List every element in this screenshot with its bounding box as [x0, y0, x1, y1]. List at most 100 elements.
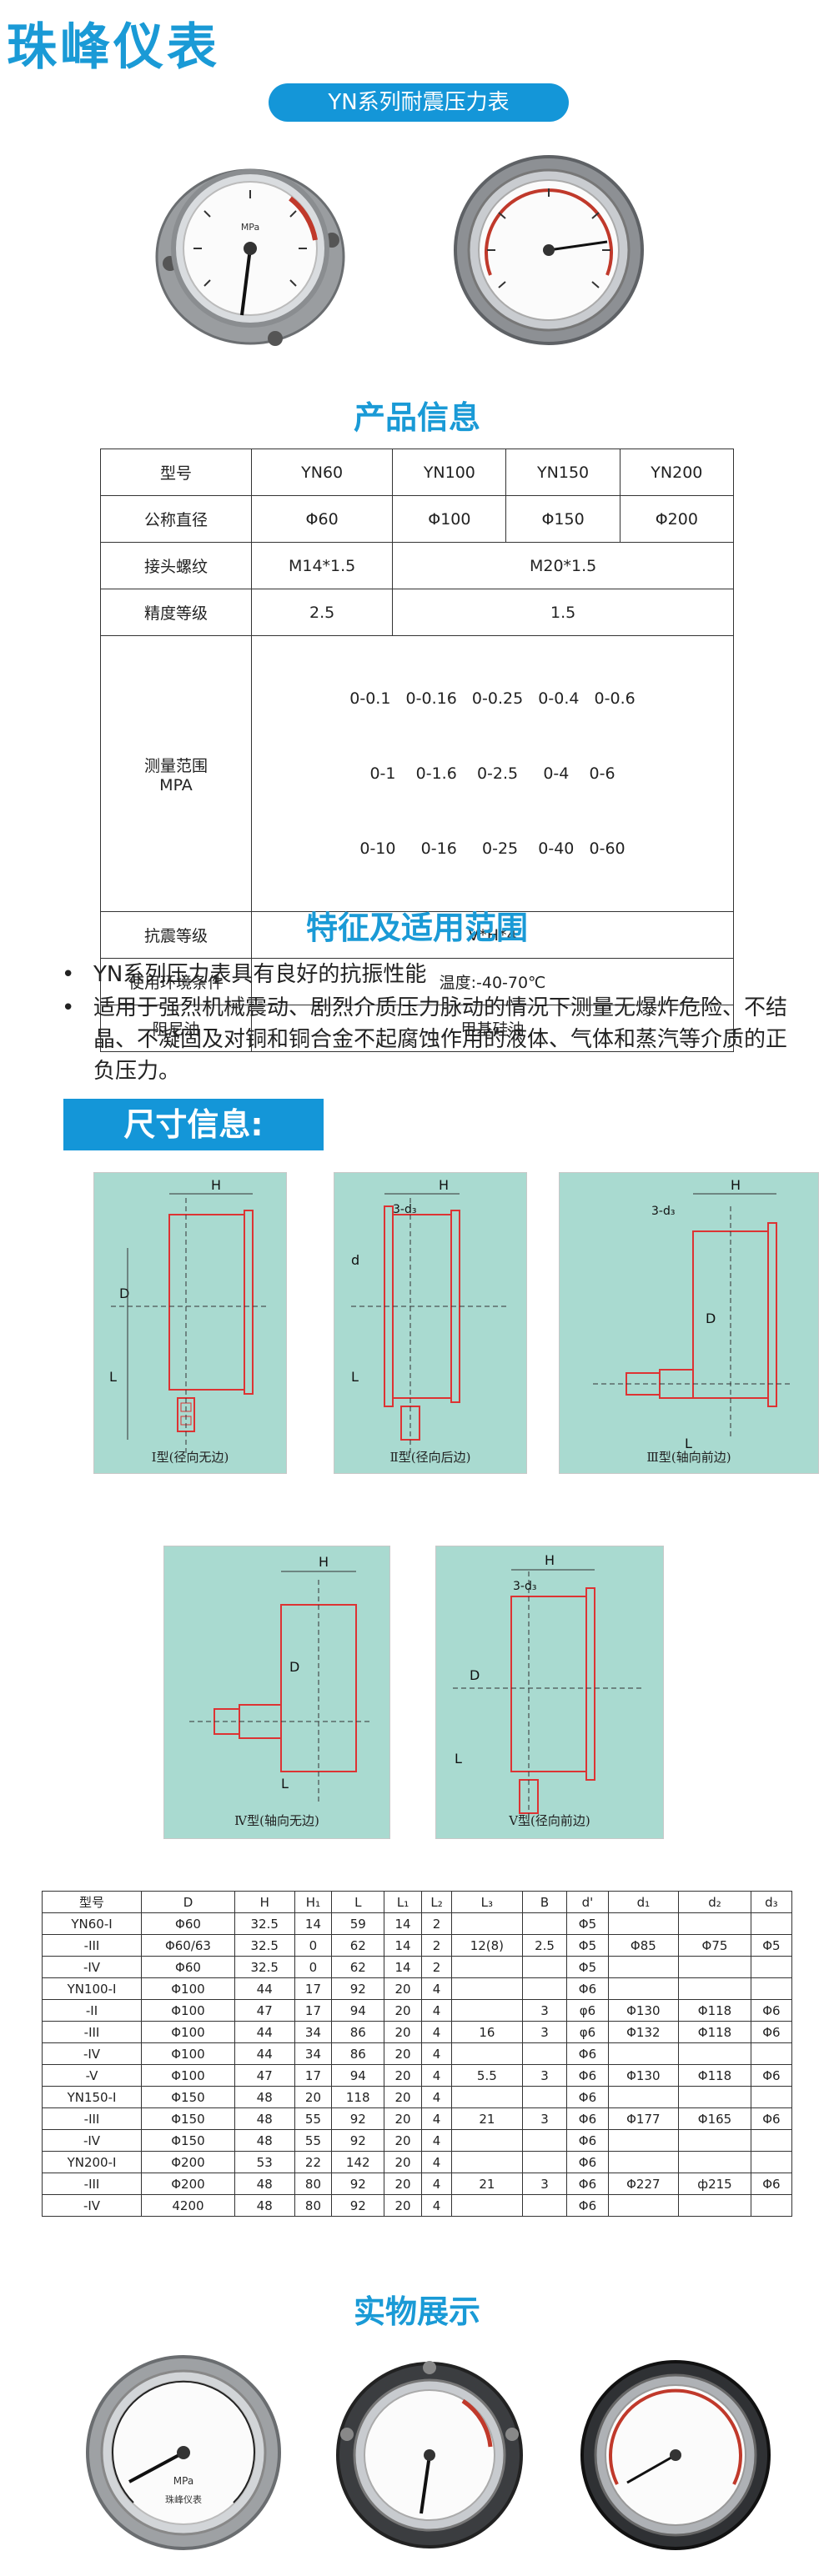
svg-text:D: D	[706, 1311, 716, 1326]
table-cell: 47	[234, 1999, 295, 2022]
table-cell: 20	[384, 2173, 422, 2195]
table-row: 阻尼油 甲基硅油	[100, 1005, 734, 1052]
table-cell: Φ6	[566, 2064, 609, 2087]
svg-text:3-d₃: 3-d₃	[393, 1203, 416, 1216]
diagram-caption: Ⅲ型(轴向前边)	[646, 1450, 731, 1465]
table-cell: 32.5	[234, 1912, 295, 1935]
table-row: 抗震等级 V*H*4	[100, 911, 734, 959]
table-cell: 92	[331, 2129, 385, 2152]
table-cell: 温度:-40-70℃	[251, 958, 734, 1005]
column-header: L₃	[451, 1891, 523, 1913]
table-cell: Φ6	[566, 2107, 609, 2130]
table-cell: 44	[234, 1977, 295, 2000]
table-cell	[451, 1956, 523, 1978]
table-cell: 12(8)	[451, 1934, 523, 1957]
column-header: d'	[566, 1891, 609, 1913]
table-cell: 86	[331, 2042, 385, 2065]
table-cell: Φ130	[607, 2064, 680, 2087]
table-cell: Φ85	[607, 1934, 680, 1957]
brand-logo-text: 珠峰仪表	[7, 18, 220, 77]
svg-text:H: H	[545, 1552, 555, 1568]
feature-item: • YN系列压力表具有良好的抗振性能	[62, 959, 794, 990]
table-cell: Φ60	[141, 1956, 235, 1978]
table-cell	[521, 2129, 568, 2152]
table-row: 精度等级 2.5 1.5	[100, 589, 734, 636]
table-cell: Φ6	[566, 1977, 609, 2000]
table-cell	[521, 2042, 568, 2065]
row-label: 精度等级	[100, 589, 252, 636]
table-cell: M20*1.5	[392, 542, 734, 589]
feature-text: YN系列压力表具有良好的抗振性能	[93, 962, 427, 987]
table-cell	[750, 2086, 793, 2108]
table-cell: YN200	[619, 449, 735, 496]
table-cell	[678, 2086, 751, 2108]
svg-text:H: H	[731, 1177, 741, 1193]
table-cell: 142	[331, 2151, 385, 2173]
range-line: 0-0.1 0-0.16 0-0.25 0-0.4 0-0.6	[349, 689, 636, 708]
svg-text:H: H	[439, 1177, 449, 1193]
table-row: 使用环境条件 温度:-40-70℃	[100, 958, 734, 1005]
table-cell: Φ150	[141, 2107, 235, 2130]
table-cell: 甲基硅油	[251, 1005, 734, 1052]
svg-text:L: L	[455, 1751, 462, 1767]
svg-text:H: H	[211, 1177, 221, 1193]
table-cell: Φ177	[607, 2107, 680, 2130]
table-cell: Φ5	[566, 1934, 609, 1957]
table-cell: Φ60	[250, 495, 394, 543]
table-cell	[750, 2194, 793, 2217]
table-cell: 80	[294, 2194, 333, 2217]
table-cell: 2	[420, 1934, 453, 1957]
row-label: 公称直径	[100, 495, 252, 543]
table-cell: 4	[420, 2042, 453, 2065]
table-cell	[678, 1912, 751, 1935]
table-cell: YN100-Ⅰ	[41, 1977, 143, 2000]
gauge-unit-label: MPa	[173, 2475, 193, 2487]
table-cell: 17	[294, 2064, 333, 2087]
table-cell	[607, 2151, 680, 2173]
range-line: 0-10 0-16 0-25 0-40 0-60	[359, 839, 626, 858]
table-cell: Φ100	[141, 2021, 235, 2043]
table-cell: 0	[294, 1934, 333, 1957]
svg-text:D: D	[470, 1667, 480, 1683]
table-cell	[521, 2086, 568, 2108]
table-cell: Φ6	[566, 2042, 609, 2065]
table-cell: 20	[384, 1977, 422, 2000]
table-cell: -ⅠⅠ	[41, 1999, 143, 2022]
table-cell: 14	[384, 1956, 422, 1978]
table-cell: 20	[384, 2086, 422, 2108]
svg-text:L: L	[351, 1369, 359, 1385]
table-cell: 0	[294, 1956, 333, 1978]
column-header: L₁	[384, 1891, 422, 1913]
table-cell	[678, 2194, 751, 2217]
showcase-title: 实物展示	[353, 2293, 480, 2330]
table-cell: 14	[294, 1912, 333, 1935]
table-cell: Φ150	[505, 495, 620, 543]
table-row: 型号 YN60 YN100 YN150 YN200	[100, 449, 735, 496]
table-cell: Φ6	[750, 2107, 793, 2130]
table-cell	[451, 1912, 523, 1935]
table-cell: Φ6	[750, 2064, 793, 2087]
table-cell: 4	[420, 2021, 453, 2043]
range-line: 0-1 0-1.6 0-2.5 0-4 0-6	[369, 764, 615, 783]
column-header: L₂	[420, 1891, 453, 1913]
table-cell: Φ100	[392, 495, 507, 543]
range-unit: MPA	[159, 775, 193, 794]
features-title: 特征及适用范围	[305, 910, 528, 946]
bullet-icon: •	[62, 962, 75, 987]
table-cell: 47	[234, 2064, 295, 2087]
table-cell: Φ200	[141, 2151, 235, 2173]
table-cell	[451, 2151, 523, 2173]
product-info-title: 产品信息	[353, 399, 480, 436]
table-cell: 80	[294, 2173, 333, 2195]
table-cell: YN100	[392, 449, 507, 496]
table-cell: -V	[41, 2064, 143, 2087]
table-cell: Φ60/63	[141, 1934, 235, 1957]
table-cell: Φ118	[678, 2021, 751, 2043]
table-cell	[451, 2086, 523, 2108]
table-cell: 92	[331, 2107, 385, 2130]
table-cell	[750, 1956, 793, 1978]
svg-text:D: D	[119, 1285, 129, 1301]
table-cell: 94	[331, 2064, 385, 2087]
table-cell: 48	[234, 2173, 295, 2195]
